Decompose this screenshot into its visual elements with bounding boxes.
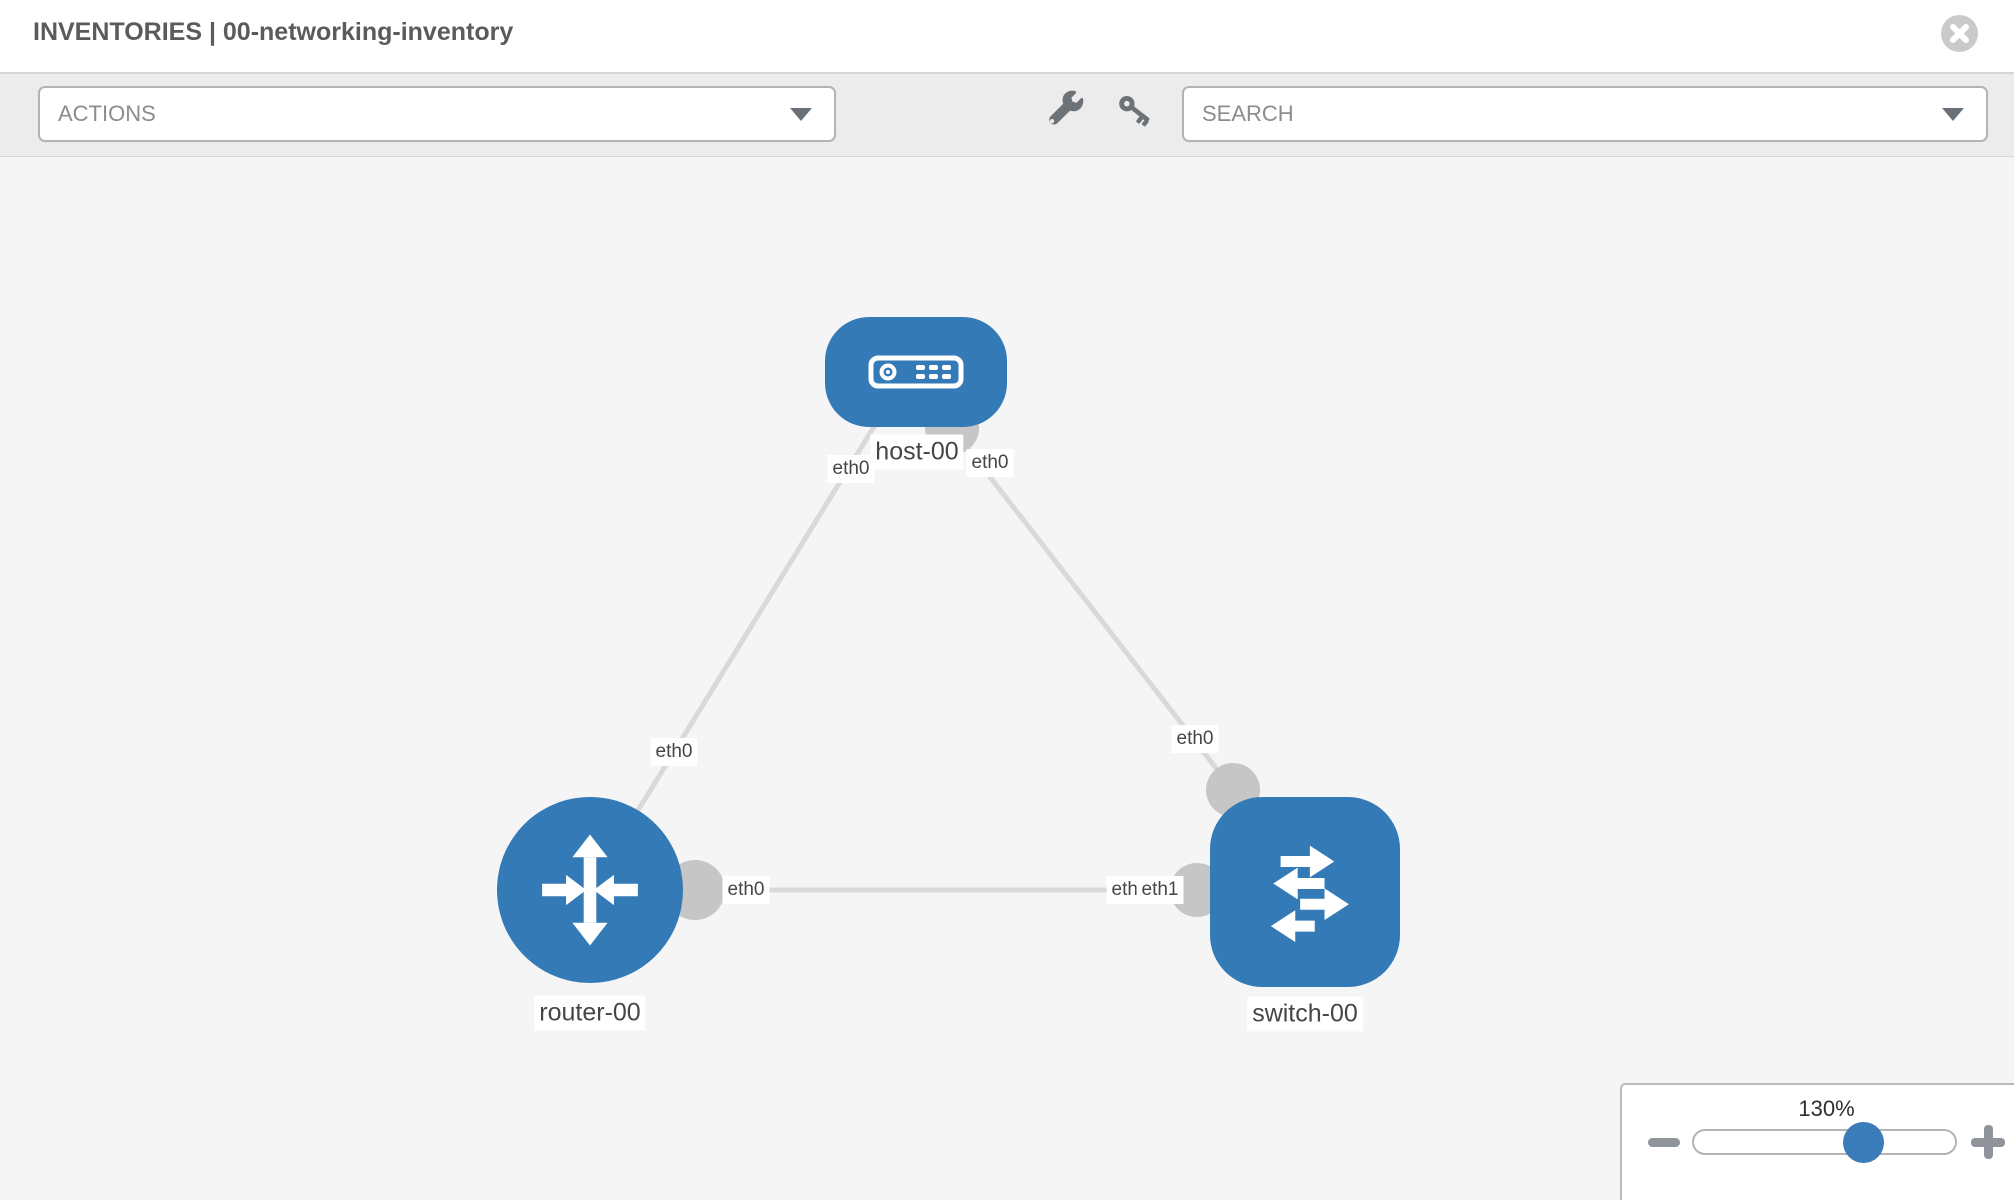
chevron-down-icon bbox=[790, 108, 812, 121]
zoom-in-button[interactable] bbox=[1971, 1125, 2005, 1159]
zoom-slider-thumb[interactable] bbox=[1843, 1122, 1884, 1163]
topology-edges bbox=[599, 423, 1235, 893]
iface-label-host-to-switch: eth0 bbox=[966, 449, 1014, 477]
wrench-icon bbox=[1049, 90, 1084, 125]
zoom-out-button[interactable] bbox=[1648, 1138, 1680, 1147]
chevron-down-icon bbox=[1942, 108, 1964, 121]
credentials-button[interactable] bbox=[1113, 88, 1155, 130]
switch-icon bbox=[1270, 845, 1349, 943]
node-switch-00[interactable] bbox=[1210, 797, 1400, 987]
search-dropdown-label: SEARCH bbox=[1202, 101, 1294, 126]
toolbar: ACTIONS SEARCH bbox=[0, 74, 2014, 157]
link-host-router bbox=[599, 423, 878, 871]
node-label-host: host-00 bbox=[870, 434, 964, 470]
close-button[interactable] bbox=[1941, 15, 1978, 52]
node-host-00[interactable] bbox=[825, 317, 1007, 427]
host-icon bbox=[868, 355, 964, 389]
configure-button[interactable] bbox=[1045, 88, 1087, 130]
zoom-slider-track[interactable] bbox=[1692, 1129, 1957, 1155]
router-icon bbox=[542, 834, 638, 946]
page-title: INVENTORIES | 00-networking-inventory bbox=[33, 18, 514, 46]
node-label-switch: switch-00 bbox=[1247, 996, 1363, 1032]
zoom-value: 130% bbox=[1798, 1096, 1855, 1121]
key-icon bbox=[1119, 95, 1150, 127]
topology-canvas[interactable]: host-00 router-00 switch-00 eth0 eth0 et… bbox=[0, 157, 2014, 1200]
actions-dropdown[interactable]: ACTIONS bbox=[38, 86, 836, 142]
iface-label-router-to-switch: eth0 bbox=[722, 876, 770, 904]
close-icon bbox=[1950, 24, 1969, 43]
iface-label-host-to-router: eth0 bbox=[827, 455, 875, 483]
zoom-panel: 130% bbox=[1620, 1083, 2014, 1200]
actions-dropdown-label: ACTIONS bbox=[58, 101, 156, 126]
iface-label-switch-to-router: eth1 bbox=[1136, 876, 1184, 904]
iface-label-router-to-host: eth0 bbox=[650, 738, 698, 766]
search-dropdown[interactable]: SEARCH bbox=[1182, 86, 1988, 142]
node-label-router: router-00 bbox=[534, 995, 646, 1031]
header-bar: INVENTORIES | 00-networking-inventory bbox=[0, 0, 2014, 74]
iface-label-switch-to-host: eth0 bbox=[1171, 725, 1219, 753]
node-router-00[interactable] bbox=[497, 797, 683, 983]
